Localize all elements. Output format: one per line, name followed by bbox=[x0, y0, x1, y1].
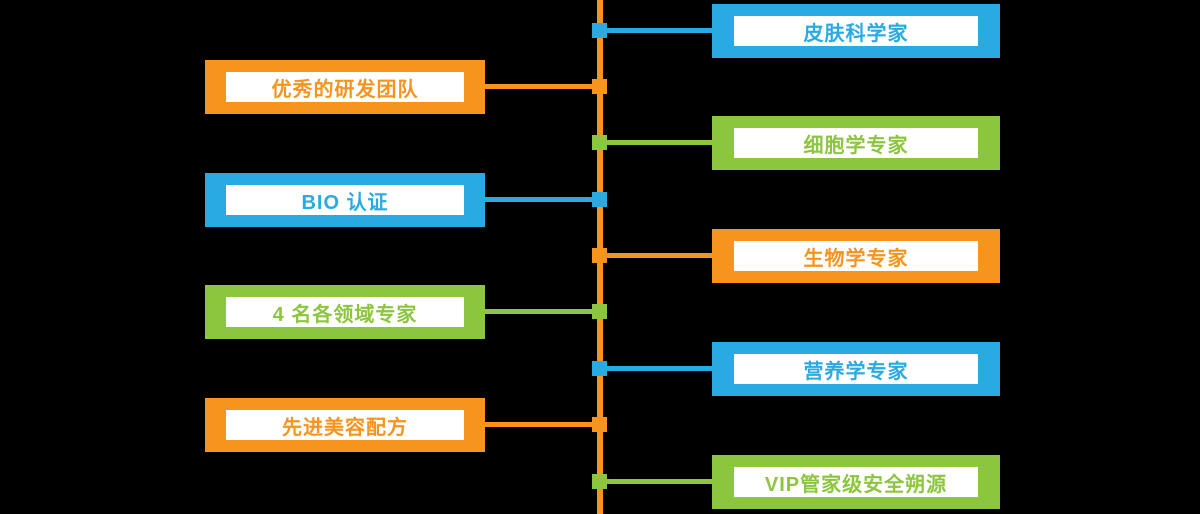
node-banner-bio-certification: BIO 认证 bbox=[205, 173, 485, 227]
connector-marker bbox=[592, 361, 607, 376]
connector-marker bbox=[592, 304, 607, 319]
node-label: 先进美容配方 bbox=[282, 416, 408, 439]
connector-line bbox=[484, 422, 600, 427]
connector-line bbox=[600, 253, 713, 258]
connector-line bbox=[600, 140, 713, 145]
node-banner-dermatologist: 皮肤科学家 bbox=[712, 4, 1000, 58]
node-label-panel: 先进美容配方 bbox=[226, 410, 464, 440]
node-label-panel: 4 名各领域专家 bbox=[226, 297, 464, 327]
node-banner-beauty-formula: 先进美容配方 bbox=[205, 398, 485, 452]
node-banner-biologist: 生物学专家 bbox=[712, 229, 1000, 283]
node-label: 优秀的研发团队 bbox=[271, 78, 419, 101]
node-label-panel: 营养学专家 bbox=[733, 354, 979, 384]
node-label: 生物学专家 bbox=[803, 247, 909, 270]
connector-marker bbox=[592, 23, 607, 38]
node-label-panel: 细胞学专家 bbox=[733, 128, 979, 158]
connector-line bbox=[600, 366, 713, 371]
node-label-panel: 皮肤科学家 bbox=[733, 16, 979, 46]
connector-marker bbox=[592, 248, 607, 263]
connector-line bbox=[484, 197, 600, 202]
node-label: 4 名各领域专家 bbox=[272, 303, 418, 326]
node-label-panel: 生物学专家 bbox=[733, 241, 979, 271]
node-label-panel: VIP管家级安全朔源 bbox=[733, 467, 979, 497]
connector-marker bbox=[592, 79, 607, 94]
node-label: BIO 认证 bbox=[301, 191, 389, 214]
node-label: 细胞学专家 bbox=[803, 134, 909, 157]
node-banner-cytologist: 细胞学专家 bbox=[712, 116, 1000, 170]
node-label-panel: 优秀的研发团队 bbox=[226, 72, 464, 102]
node-label: 营养学专家 bbox=[803, 360, 909, 383]
connector-marker bbox=[592, 135, 607, 150]
connector-line bbox=[600, 28, 713, 33]
node-label: 皮肤科学家 bbox=[803, 22, 909, 45]
node-banner-vip-traceability: VIP管家级安全朔源 bbox=[712, 455, 1000, 509]
node-banner-four-experts: 4 名各领域专家 bbox=[205, 285, 485, 339]
node-banner-rd-team: 优秀的研发团队 bbox=[205, 60, 485, 114]
connector-marker bbox=[592, 192, 607, 207]
connector-line bbox=[600, 479, 713, 484]
connector-marker bbox=[592, 417, 607, 432]
connector-marker bbox=[592, 474, 607, 489]
node-label-panel: BIO 认证 bbox=[226, 185, 464, 215]
connector-line bbox=[484, 84, 600, 89]
node-banner-nutritionist: 营养学专家 bbox=[712, 342, 1000, 396]
node-label: VIP管家级安全朔源 bbox=[764, 473, 948, 496]
connector-line bbox=[484, 309, 600, 314]
